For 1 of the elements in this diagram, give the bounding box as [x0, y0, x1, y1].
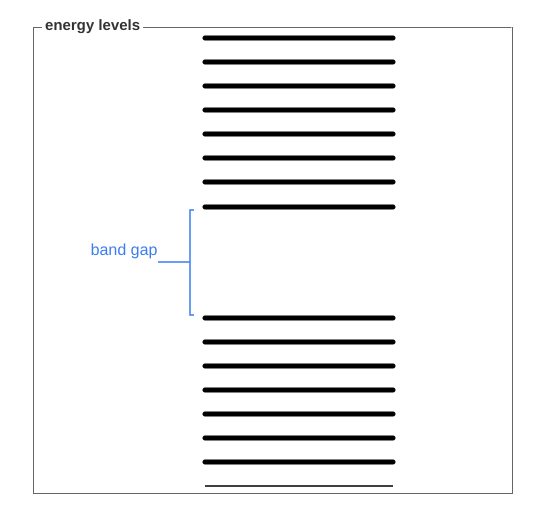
bracket-label: band gap [90, 241, 158, 261]
